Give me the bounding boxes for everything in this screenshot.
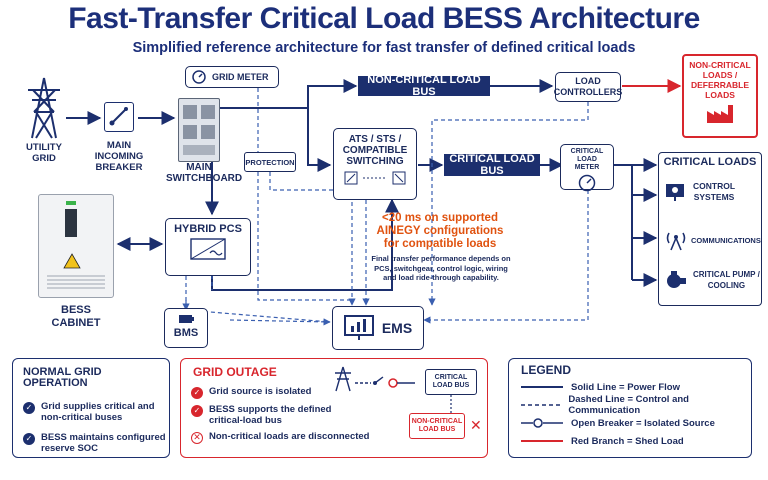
disconnect-x-icon: ✕: [470, 417, 482, 433]
main-breaker-label: MAIN INCOMING BREAKER: [94, 140, 144, 173]
grid-outage-panel: GRID OUTAGE ✓Grid source is isolated ✓BE…: [180, 358, 488, 458]
legend-item: Dashed Line = Control and Communication: [521, 394, 689, 416]
load-controllers-label: LOAD CONTROLLERS: [553, 76, 623, 97]
outage-item: ✓Grid source is isolated: [191, 386, 487, 399]
check-icon: ✓: [23, 402, 35, 414]
hybrid-pcs[interactable]: HYBRID PCS: [165, 218, 251, 276]
battery-icon: [179, 315, 194, 323]
outage-critical-bus: CRITICAL LOAD BUS: [425, 369, 477, 395]
check-icon: ✓: [191, 387, 203, 399]
page-title: Fast-Transfer Critical Load BESS Archite…: [68, 2, 700, 35]
critical-loads-panel: CRITICAL LOADS CONTROL SYSTEMS COMMUNICA…: [658, 152, 762, 306]
factory-icon: [707, 105, 733, 123]
noncritical-load-bus[interactable]: NON-CRITICAL LOAD BUS: [358, 74, 490, 98]
grid-outage-title: GRID OUTAGE: [193, 365, 277, 379]
pump-icon: [667, 271, 686, 288]
legend-title: LEGEND: [521, 363, 572, 377]
critical-load-bus[interactable]: CRITICAL LOAD BUS: [444, 153, 540, 177]
critical-load-meter-label: CRITICAL LOAD METER: [570, 148, 604, 171]
bms-label: BMS: [173, 327, 199, 339]
critical-load-control[interactable]: CONTROL SYSTEMS: [665, 181, 735, 203]
ats-label: ATS / STS / COMPATIBLE SWITCHING: [342, 134, 408, 167]
noncritical-loads-box[interactable]: NON-CRITICAL LOADS / DEFERRABLE LOADS: [682, 54, 758, 138]
protection-box[interactable]: PROTECTION: [244, 152, 296, 172]
main-switchboard[interactable]: [178, 98, 220, 162]
inverter-icon: [190, 238, 226, 260]
normal-operation-title: NORMAL GRID OPERATION: [23, 366, 102, 389]
ems-box[interactable]: EMS: [332, 306, 424, 350]
critical-loads-title: CRITICAL LOADS: [663, 156, 757, 168]
outage-noncritical-bus: NON-CRITICAL LOAD BUS: [409, 413, 465, 439]
check-icon: ✓: [23, 433, 35, 445]
critical-load-label: CONTROL SYSTEMS: [693, 181, 736, 202]
grid-meter-label: GRID METER: [212, 71, 269, 82]
critical-load-label: COMMUNICATIONS: [691, 235, 761, 245]
outage-mini-diagram: [335, 366, 415, 392]
main-breaker[interactable]: [104, 102, 134, 132]
main-switchboard-label: MAIN SWITCHBOARD: [166, 162, 243, 184]
wire-to-noncritical-bus: [218, 79, 358, 109]
bess-cabinet[interactable]: [38, 194, 114, 298]
ats-switching-box[interactable]: ATS / STS / COMPATIBLE SWITCHING: [333, 128, 417, 200]
gauge-icon: [192, 70, 206, 84]
legend-item: Solid Line = Power Flow: [521, 381, 680, 393]
antenna-icon: [666, 232, 686, 251]
load-controllers[interactable]: LOAD CONTROLLERS: [553, 72, 623, 102]
legend-item: Red Branch = Shed Load: [521, 435, 684, 447]
utility-grid-label: UTILITY GRID: [26, 142, 62, 164]
monitor-chart-icon: [343, 315, 374, 340]
transfer-detail-note: Final transfer performance depends on PC…: [371, 254, 511, 282]
ems-label: EMS: [381, 319, 413, 336]
transmission-tower-icon: [28, 77, 60, 139]
protection-label: PROTECTION: [245, 157, 295, 167]
normal-operation-panel: NORMAL GRID OPERATION ✓Grid supplies cri…: [12, 358, 170, 458]
outage-item: ✓BESS supports the defined critical-load…: [191, 404, 487, 426]
critical-load-pump[interactable]: CRITICAL PUMP / COOLING: [665, 269, 760, 291]
x-icon: ✕: [191, 432, 203, 444]
outage-item: ✕Non-critical loads are disconnected: [191, 431, 487, 444]
grid-meter[interactable]: GRID METER: [185, 66, 279, 88]
bms-box[interactable]: BMS: [164, 308, 208, 348]
bess-cabinet-label: BESS CABINET: [51, 304, 101, 329]
normal-item: ✓BESS maintains configured reserve SOC: [23, 432, 169, 454]
switching-icon: [344, 171, 406, 185]
legend-item: Open Breaker = Isolated Source: [521, 414, 751, 432]
critical-load-meter[interactable]: CRITICAL LOAD METER: [560, 144, 614, 192]
critical-load-label: CRITICAL PUMP / COOLING: [693, 270, 760, 290]
normal-item: ✓Grid supplies critical and non-critical…: [23, 401, 169, 423]
noncritical-loads-label: NON-CRITICAL LOADS / DEFERRABLE LOADS: [689, 60, 751, 100]
transfer-time-note: <20 ms on supported AINEGY configuration…: [376, 212, 504, 250]
warning-icon: [63, 253, 81, 269]
page-subtitle: Simplified reference architecture for fa…: [132, 40, 636, 56]
gear-monitor-icon: [666, 184, 684, 201]
critical-load-comms[interactable]: COMMUNICATIONS: [665, 229, 761, 251]
check-icon: ✓: [191, 405, 203, 417]
wire-to-ats: [307, 108, 332, 172]
hybrid-pcs-label: HYBRID PCS: [174, 223, 242, 235]
legend-panel: LEGEND Solid Line = Power Flow Dashed Li…: [508, 358, 752, 458]
breaker-switch-icon: [109, 107, 128, 126]
gauge-icon: [578, 174, 596, 192]
